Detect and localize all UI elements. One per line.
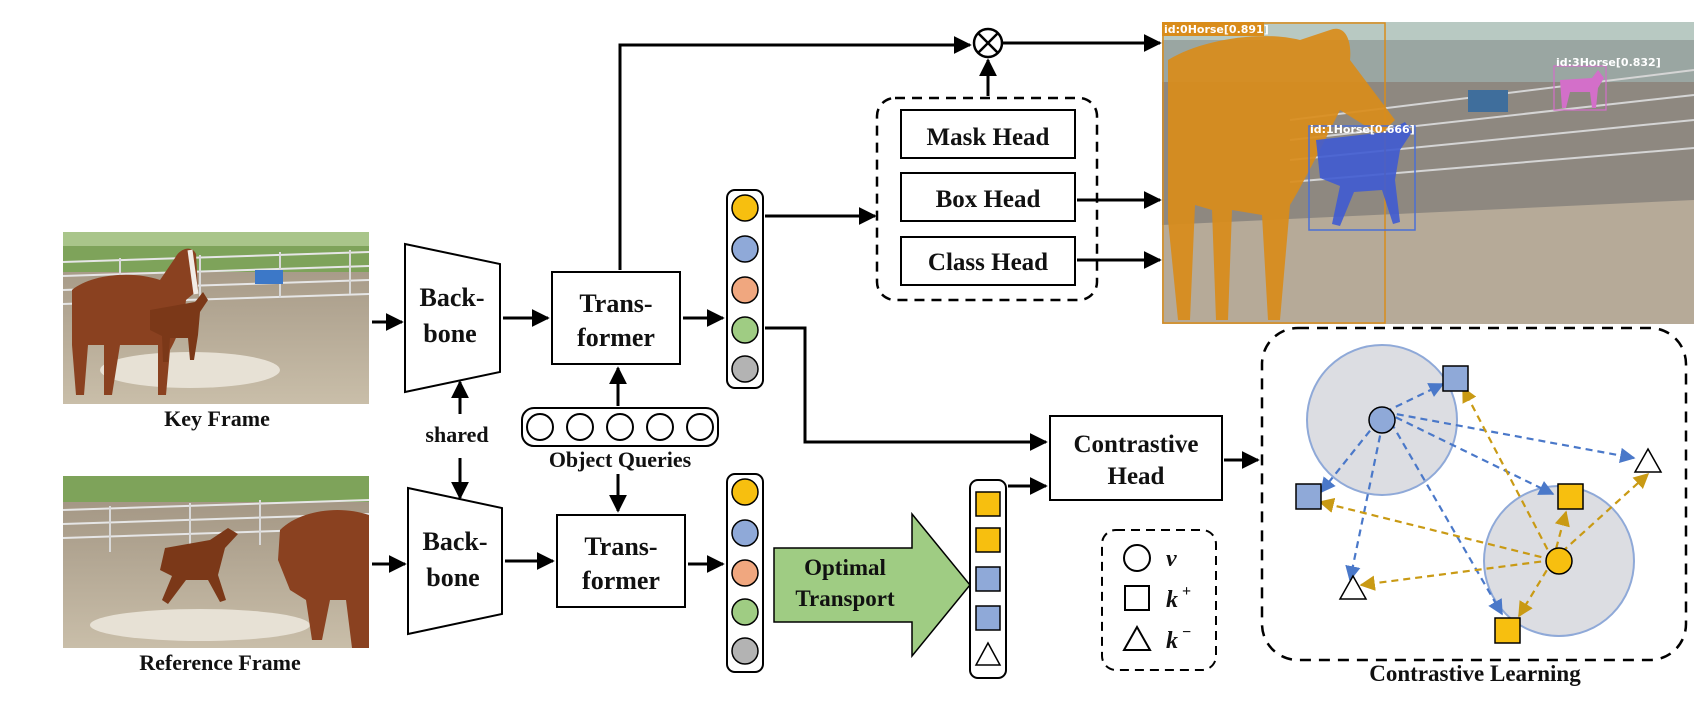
- contrastive-head: Contrastive Head: [1049, 415, 1223, 501]
- svg-text:former: former: [582, 566, 660, 595]
- arrow-transformer-to-multiply: [618, 36, 972, 270]
- svg-text:bone: bone: [423, 319, 476, 348]
- matched-stack: [969, 479, 1007, 679]
- embedding-stack-bottom: [726, 473, 764, 673]
- svg-text:−: −: [1182, 624, 1191, 641]
- svg-text:+: +: [1182, 583, 1191, 600]
- legend-triangle-glyph: [1122, 624, 1152, 651]
- legend-square-glyph: [1124, 585, 1150, 611]
- transformer-bottom: Trans- former: [556, 514, 686, 608]
- reference-frame-label: Reference Frame: [139, 650, 301, 675]
- backbone-bottom: Back- bone: [407, 486, 503, 636]
- svg-text:Back-: Back-: [420, 283, 485, 312]
- detection-label-2: id:3Horse[0.832]: [1556, 56, 1661, 69]
- svg-text:id:1Horse[0.666]: id:1Horse[0.666]: [1310, 123, 1415, 136]
- svg-text:k: k: [1166, 587, 1178, 613]
- svg-text:Back-: Back-: [423, 527, 488, 556]
- detection-label-0: id:0Horse[0.891]: [1162, 22, 1269, 36]
- class-head-label: Class Head: [928, 249, 1048, 276]
- svg-text:id:0Horse[0.891]: id:0Horse[0.891]: [1164, 23, 1269, 36]
- backbone-top: Back- bone: [404, 242, 501, 394]
- svg-text:Optimal: Optimal: [804, 555, 886, 580]
- key-frame-label: Key Frame: [164, 406, 270, 431]
- transformer-top: Trans- former: [551, 271, 681, 365]
- object-queries: [521, 407, 719, 447]
- embedding-stack-top: [726, 189, 764, 389]
- svg-text:v: v: [1166, 546, 1177, 572]
- svg-text:Head: Head: [1108, 463, 1165, 490]
- box-head-label: Box Head: [936, 186, 1041, 213]
- heads-group: Mask Head Box Head Class Head: [875, 96, 1099, 302]
- multiply-icon: [972, 27, 1004, 59]
- svg-text:id:3Horse[0.832]: id:3Horse[0.832]: [1556, 56, 1661, 69]
- arrow-stack-to-contrastive: [765, 326, 1048, 451]
- svg-text:former: former: [577, 323, 655, 352]
- detection-label-1: id:1Horse[0.666]: [1310, 123, 1415, 136]
- svg-text:Trans-: Trans-: [579, 289, 652, 318]
- optimal-transport-arrow: Optimal Transport: [773, 511, 971, 659]
- reference-frame-photo: [62, 476, 370, 648]
- svg-text:Contrastive: Contrastive: [1074, 431, 1199, 458]
- object-queries-label: Object Queries: [549, 447, 692, 472]
- svg-text:Transport: Transport: [795, 586, 895, 611]
- legend-circle-glyph: [1123, 544, 1151, 572]
- mask-head-label: Mask Head: [927, 124, 1050, 151]
- key-frame-photo: [62, 232, 370, 404]
- contrastive-learning-panel: [1260, 326, 1688, 662]
- shared-label: shared: [425, 422, 488, 447]
- svg-text:k: k: [1166, 628, 1178, 654]
- contrastive-learning-label: Contrastive Learning: [1369, 661, 1581, 686]
- segmentation-photo: [1162, 22, 1695, 324]
- legend: v k + k −: [1101, 529, 1217, 671]
- svg-text:Trans-: Trans-: [584, 532, 657, 561]
- svg-text:bone: bone: [426, 563, 479, 592]
